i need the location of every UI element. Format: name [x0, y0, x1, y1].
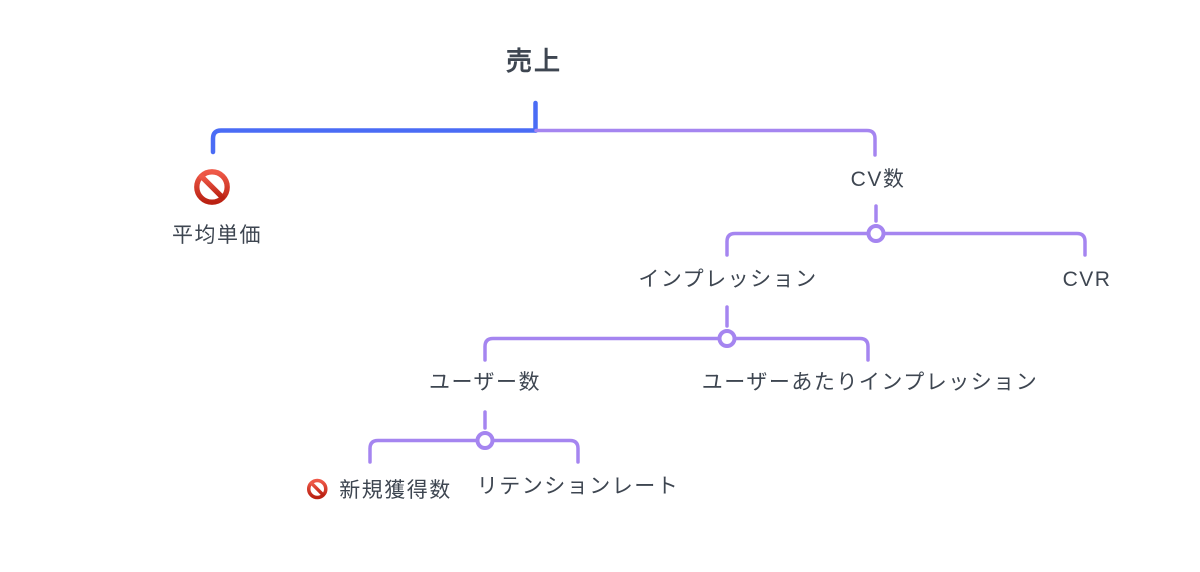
node-impressions-per-user[interactable]: ユーザーあたりインプレッション [701, 371, 1039, 394]
node-impressions[interactable]: インプレッション [638, 268, 818, 291]
node-average-unit-price[interactable]: 平均単価 [172, 224, 262, 247]
node-retention-rate[interactable]: リテンションレート [476, 475, 680, 498]
junction-dot-cv [866, 224, 886, 243]
node-new-acquisitions[interactable]: 新規獲得数 [306, 474, 452, 504]
node-new-acquisitions-label: 新規獲得数 [339, 479, 452, 502]
node-cvr[interactable]: CVR [1062, 268, 1112, 291]
edge-cv-bracket [725, 231, 1087, 257]
junction-dot-impressions [717, 329, 737, 348]
node-user-count[interactable]: ユーザー数 [428, 371, 542, 394]
edge-root-right [534, 128, 877, 157]
edge-root-left [210, 128, 539, 155]
prohibited-icon [194, 169, 230, 205]
edge-users-bracket [368, 438, 580, 464]
node-cv-count[interactable]: CV数 [850, 168, 906, 191]
edge-impressions-bracket [483, 336, 870, 362]
junction-dot-users [475, 431, 495, 450]
prohibited-icon [306, 478, 328, 500]
node-revenue[interactable]: 売上 [505, 46, 563, 76]
